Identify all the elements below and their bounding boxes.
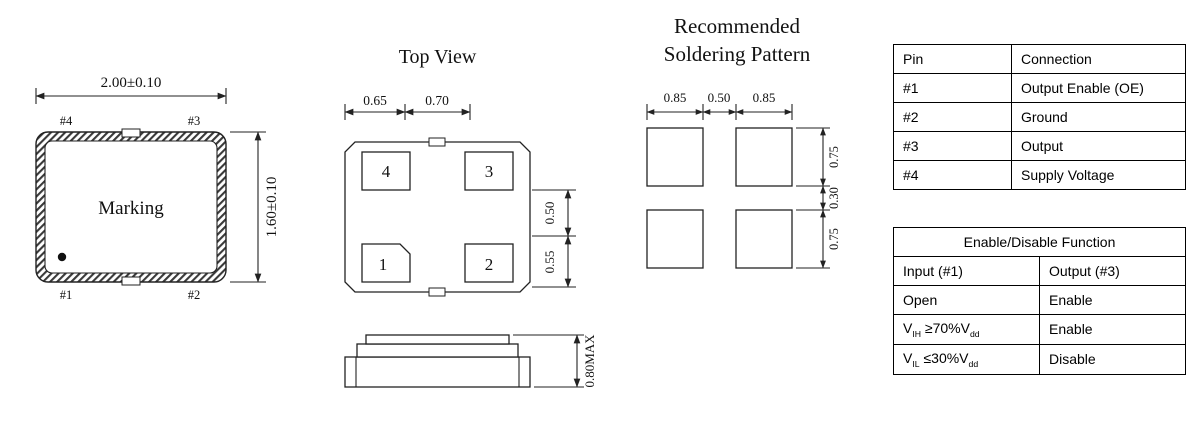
function-table-title-cell: Enable/Disable Function: [892, 227, 1187, 257]
enable-disable-table: Enable/Disable Function Input (#1) Outpu…: [892, 227, 1187, 375]
marking-label: Marking: [98, 198, 164, 219]
solder-right-dimensions: 0.75 0.30 0.75: [796, 127, 841, 269]
width-dimension: 2.00±0.10: [35, 75, 227, 104]
function-table-title-row: Enable/Disable Function: [892, 227, 1187, 257]
pad-number-2: 2: [485, 255, 494, 274]
pad-number-3: 3: [485, 162, 494, 181]
connection-cell: Ground: [1011, 102, 1186, 132]
solder-pad-bottom-left: [646, 209, 704, 269]
side-view-body: [356, 343, 519, 358]
tables-panel: Pin Connection #1 Output Enable (OE) #2 …: [892, 44, 1188, 414]
top-view-panel: Top View 0.65 0.70: [330, 44, 605, 424]
table-row: #2 Ground: [893, 102, 1186, 132]
table-row: VIH ≥70%Vdd Enable: [893, 314, 1187, 345]
solder-pad-top-left: [646, 127, 704, 187]
soldering-pattern-title: Recommended Soldering Pattern: [622, 12, 852, 69]
soldering-pattern-svg: 0.85 0.50 0.85 0.75 0.30 0.75: [646, 90, 841, 269]
pin-cell: #1: [893, 73, 1012, 103]
top-view-title: Top View: [398, 46, 477, 68]
side-height-label: 0.80MAX: [582, 334, 597, 388]
solder-pads: [646, 127, 793, 269]
input-header-cell: Input (#1): [893, 256, 1040, 286]
function-table-header-row: Input (#1) Output (#3): [893, 256, 1187, 286]
pad-2: [464, 243, 514, 283]
pad-3: [464, 151, 514, 191]
solder-dim-top-left-label: 0.85: [664, 90, 687, 105]
side-view-base: [344, 356, 531, 388]
pin-cell: #3: [893, 131, 1012, 161]
pad-number-1: 1: [379, 255, 388, 274]
output-state-cell: Disable: [1038, 343, 1187, 375]
width-dimension-label: 2.00±0.10: [101, 75, 162, 91]
table-row: VIL ≤30%Vdd Disable: [893, 343, 1187, 375]
pin-label-1: #1: [60, 288, 73, 302]
side-view-lid: [365, 334, 510, 345]
pad-number-4: 4: [382, 162, 391, 181]
package-outline-svg: 2.00±0.10 #4 #3 Marking #1 #2 1.60±0.10: [35, 75, 280, 302]
package-inner-area: [44, 140, 218, 274]
height-dimension-label: 1.60±0.10: [264, 177, 280, 238]
pad-4: [361, 151, 411, 191]
output-header-cell: Output (#3): [1038, 256, 1187, 286]
pin-label-3: #3: [188, 114, 201, 128]
connection-cell: Supply Voltage: [1011, 160, 1186, 190]
right-dim-lower-label: 0.55: [542, 251, 557, 274]
pin1-indicator-dot: [57, 252, 67, 262]
solder-top-dimensions: 0.85 0.50 0.85: [646, 90, 793, 120]
pad-1: [361, 243, 411, 283]
bottom-edge-notch: [121, 276, 141, 286]
package-body: Marking: [35, 128, 227, 286]
pin-header-cell: Pin: [893, 44, 1012, 74]
solder-dim-top-middle-label: 0.50: [708, 90, 731, 105]
package-outline-panel: 2.00±0.10 #4 #3 Marking #1 #2 1.60±0.10: [18, 72, 318, 317]
side-height-dimension: 0.80MAX: [513, 334, 597, 388]
solder-dim-right-bottom-label: 0.75: [827, 228, 841, 250]
connection-cell: Output: [1011, 131, 1186, 161]
top-view-svg: 0.65 0.70 4 3 1 2: [344, 93, 597, 388]
connection-cell: Output Enable (OE): [1011, 73, 1186, 103]
soldering-title-line1: Recommended: [674, 14, 800, 38]
pin-cell: #2: [893, 102, 1012, 132]
right-dim-upper-label: 0.50: [542, 202, 557, 225]
pin-connection-table: Pin Connection #1 Output Enable (OE) #2 …: [893, 44, 1186, 190]
output-state-cell: Enable: [1038, 314, 1187, 345]
pin-cell: #4: [893, 160, 1012, 190]
table-row: #4 Supply Voltage: [893, 160, 1186, 190]
input-condition-cell: VIH ≥70%Vdd: [893, 314, 1040, 345]
soldering-pattern-panel: Recommended Soldering Pattern 0.85 0.50 …: [622, 12, 857, 312]
top-dim-left-label: 0.65: [363, 93, 387, 108]
top-view-package: 4 3 1 2: [344, 137, 531, 297]
height-dimension: 1.60±0.10: [230, 131, 280, 283]
side-view: [344, 334, 531, 388]
table-row: #3 Output: [893, 131, 1186, 161]
top-edge-notch: [428, 137, 446, 147]
pin-label-2: #2: [188, 288, 201, 302]
table-row: Open Enable: [893, 285, 1187, 315]
solder-pad-top-right: [735, 127, 793, 187]
bottom-edge-notch: [428, 287, 446, 297]
pin-table-header-row: Pin Connection: [893, 44, 1186, 74]
solder-pad-bottom-right: [735, 209, 793, 269]
connection-header-cell: Connection: [1011, 44, 1186, 74]
soldering-title-line2: Soldering Pattern: [663, 42, 811, 67]
input-condition-cell: Open: [893, 285, 1040, 315]
top-edge-notch: [121, 128, 141, 138]
top-view-right-dimensions: 0.50 0.55: [532, 189, 576, 288]
solder-dim-top-right-label: 0.85: [753, 90, 776, 105]
top-dim-right-label: 0.70: [425, 93, 449, 108]
output-state-cell: Enable: [1038, 285, 1187, 315]
solder-dim-right-top-label: 0.75: [827, 146, 841, 168]
top-view-top-dimensions: 0.65 0.70: [344, 93, 471, 120]
solder-dim-right-middle-label: 0.30: [827, 187, 841, 209]
table-row: #1 Output Enable (OE): [893, 73, 1186, 103]
input-condition-cell: VIL ≤30%Vdd: [893, 343, 1040, 375]
pin-label-4: #4: [60, 114, 73, 128]
